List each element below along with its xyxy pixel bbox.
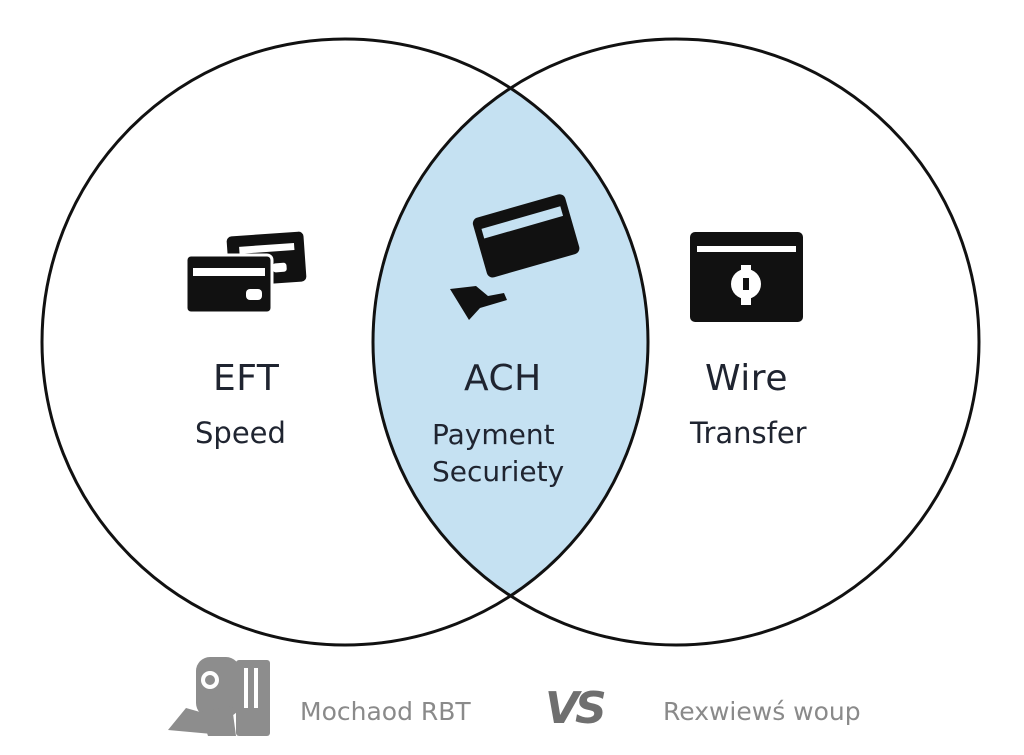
footer-brand-right: Rexwiewś woup (663, 697, 861, 726)
bank-card-icon (690, 232, 803, 322)
left-circle (40, 37, 650, 647)
footer-brand-left: Mochaod RBT (300, 697, 471, 726)
center-subtitle-line1: Payment (432, 418, 555, 451)
card-payment-icon (450, 194, 580, 320)
center-subtitle-line2: Securiety (432, 455, 565, 488)
robot-logo-icon (168, 657, 270, 736)
center-title: ACH (464, 358, 542, 399)
overlap-region (373, 39, 648, 645)
left-title: EFT (213, 358, 280, 399)
credit-cards-icon (184, 231, 307, 315)
right-subtitle: Transfer (690, 416, 807, 450)
right-title: Wire (705, 358, 788, 399)
left-subtitle: Speed (195, 416, 286, 450)
right-circle (371, 37, 981, 647)
footer-vs-logo: VS (545, 683, 607, 734)
